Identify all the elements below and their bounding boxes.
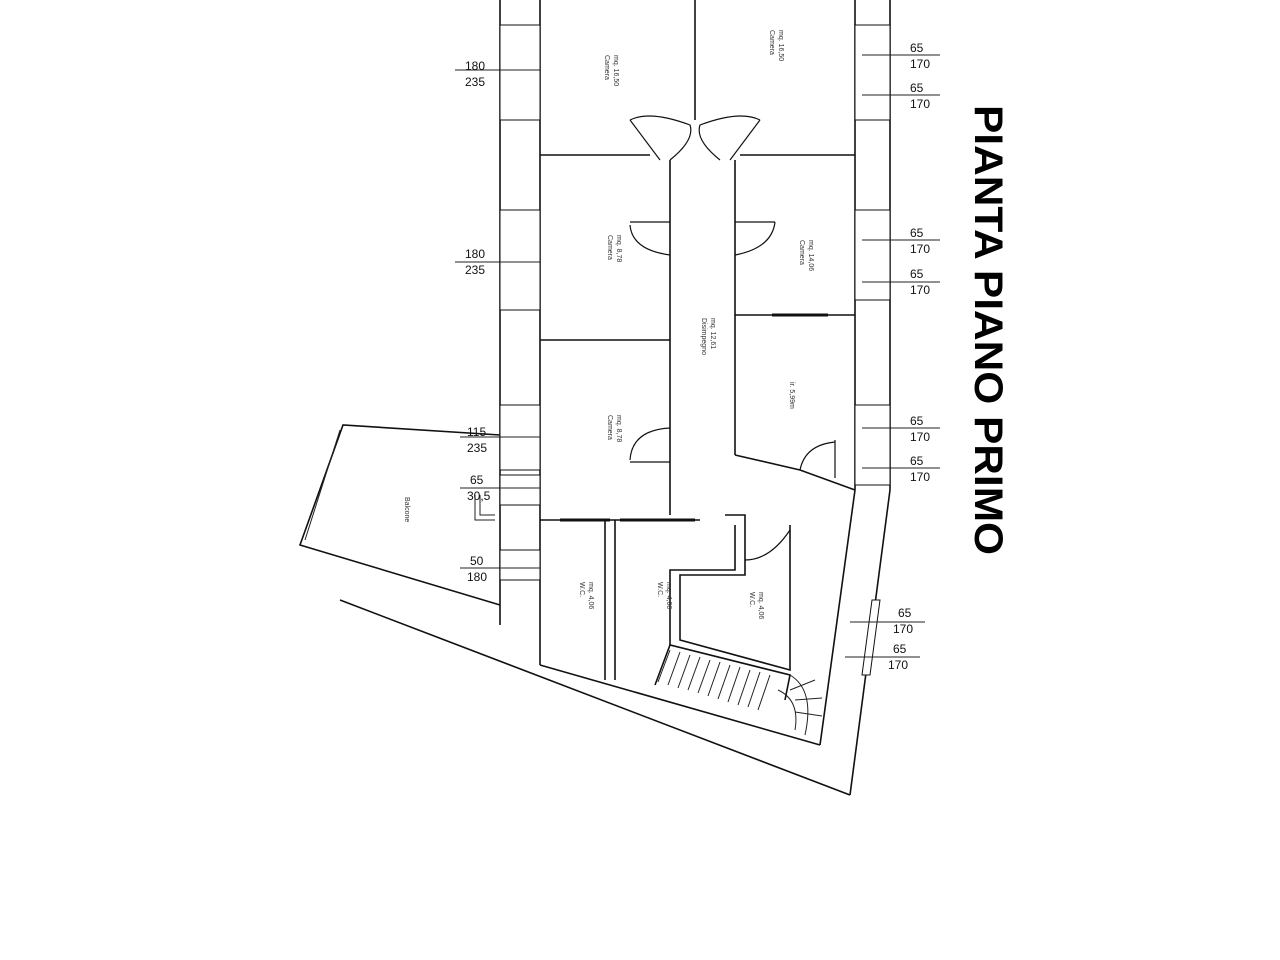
dim-top: 65	[910, 81, 924, 95]
dim-top: 65	[910, 41, 924, 55]
corridor-doors	[629, 115, 836, 561]
dim-top: 65	[910, 454, 924, 468]
room-area: mq. 14,06	[807, 240, 814, 271]
room-area: mq. 4,06	[757, 592, 764, 619]
room-name: Camera	[768, 30, 775, 55]
dim-bottom: 170	[910, 97, 930, 111]
dim-top: 180	[465, 247, 485, 261]
room-area: ir. 5,99m	[788, 382, 795, 409]
room-area: mq. 4,06	[665, 582, 672, 609]
dim-bottom: 170	[910, 242, 930, 256]
room-name: W.C.	[578, 582, 585, 597]
dim-bottom: 170	[910, 283, 930, 297]
room-name: W.C.	[748, 592, 755, 607]
room-name: W.C.	[656, 582, 663, 597]
room-labels: Camera mq. 16,50 Camera mq. 16,50 Camera…	[403, 30, 814, 619]
room-area: mq. 4,06	[587, 582, 594, 609]
room-name: Camera	[603, 55, 610, 80]
dim-bottom: 235	[465, 75, 485, 89]
dim-bottom: 30,5	[467, 489, 491, 503]
dim-top: 65	[910, 267, 924, 281]
dim-bottom: 235	[467, 441, 487, 455]
room-name: Disimpegno	[700, 318, 707, 355]
room-name: Balcone	[403, 497, 410, 522]
dim-bottom: 170	[910, 470, 930, 484]
dimension-leaders	[455, 54, 940, 658]
dim-top: 65	[910, 414, 924, 428]
room-area: mq. 12,61	[709, 318, 716, 349]
staircase	[657, 649, 823, 736]
room-area: mq. 8,78	[615, 235, 622, 262]
building-walls	[298, 0, 891, 796]
dim-bottom: 235	[465, 263, 485, 277]
dim-top: 65	[470, 473, 484, 487]
room-area: mq. 16,50	[777, 30, 784, 61]
room-name: Camera	[798, 240, 805, 265]
dim-top: 50	[470, 554, 484, 568]
dim-bottom: 170	[888, 658, 908, 672]
room-name: Camera	[606, 415, 613, 440]
dim-top: 65	[893, 642, 907, 656]
interior-door-marks	[560, 313, 828, 522]
room-area: mq. 8,78	[615, 415, 622, 442]
dim-top: 115	[467, 425, 486, 439]
room-name: Camera	[606, 235, 613, 260]
window-dimensions: 180 235 65 170 65 170 180 235 65 170 65 …	[465, 41, 930, 672]
dim-top: 65	[910, 226, 924, 240]
dim-top: 65	[898, 606, 912, 620]
room-area: mq. 16,50	[612, 55, 619, 86]
dim-top: 180	[465, 59, 485, 73]
dim-bottom: 170	[910, 57, 930, 71]
dim-bottom: 180	[467, 570, 487, 584]
plan-title: PIANTA PIANO PRIMO	[966, 105, 1010, 555]
windows	[499, 24, 891, 676]
dim-bottom: 170	[910, 430, 930, 444]
dim-bottom: 170	[893, 622, 913, 636]
